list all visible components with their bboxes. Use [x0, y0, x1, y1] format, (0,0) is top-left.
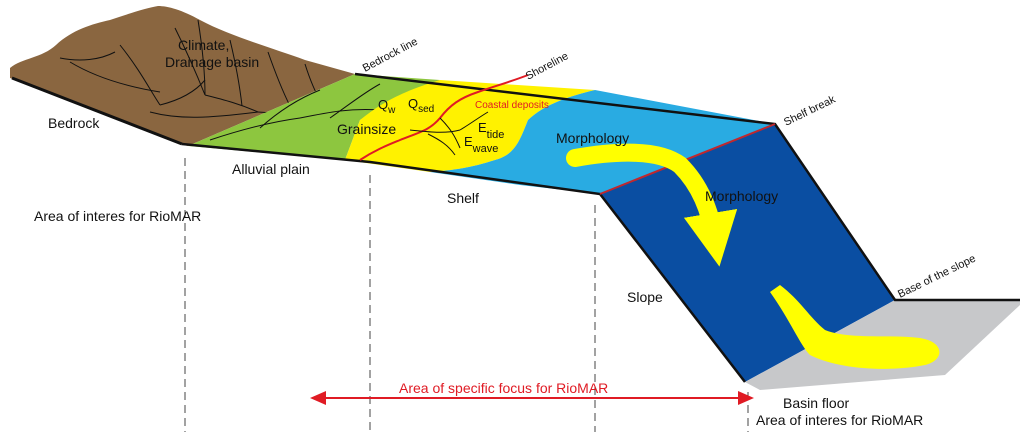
shoreline-label: Shoreline: [524, 50, 571, 82]
coastal-deposits-label: Coastal deposits: [475, 100, 549, 111]
climate-label-line2: Drainage basin: [165, 54, 259, 70]
shelf-label: Shelf: [447, 190, 479, 206]
alluvial-plain-label: Alluvial plain: [232, 161, 310, 177]
area-interest-left-label: Area of interes for RioMAR: [34, 208, 201, 224]
climate-label-line1: Climate,: [178, 37, 229, 53]
bedrock-line-label: Bedrock line: [361, 36, 420, 75]
focus-label: Area of specific focus for RioMAR: [399, 380, 608, 396]
bedrock-label: Bedrock: [48, 115, 100, 131]
basin-floor-label: Basin floor: [783, 395, 849, 411]
grainsize-label: Grainsize: [337, 121, 396, 137]
morphology-slope-label: Morphology: [705, 188, 778, 204]
area-interest-right-label: Area of interes for RioMAR: [756, 412, 923, 428]
shelf-break-label: Shelf break: [782, 93, 838, 128]
morphology-shelf-label: Morphology: [556, 130, 629, 146]
slope-label: Slope: [627, 289, 663, 305]
base-of-slope-label: Base of the slope: [896, 253, 978, 301]
